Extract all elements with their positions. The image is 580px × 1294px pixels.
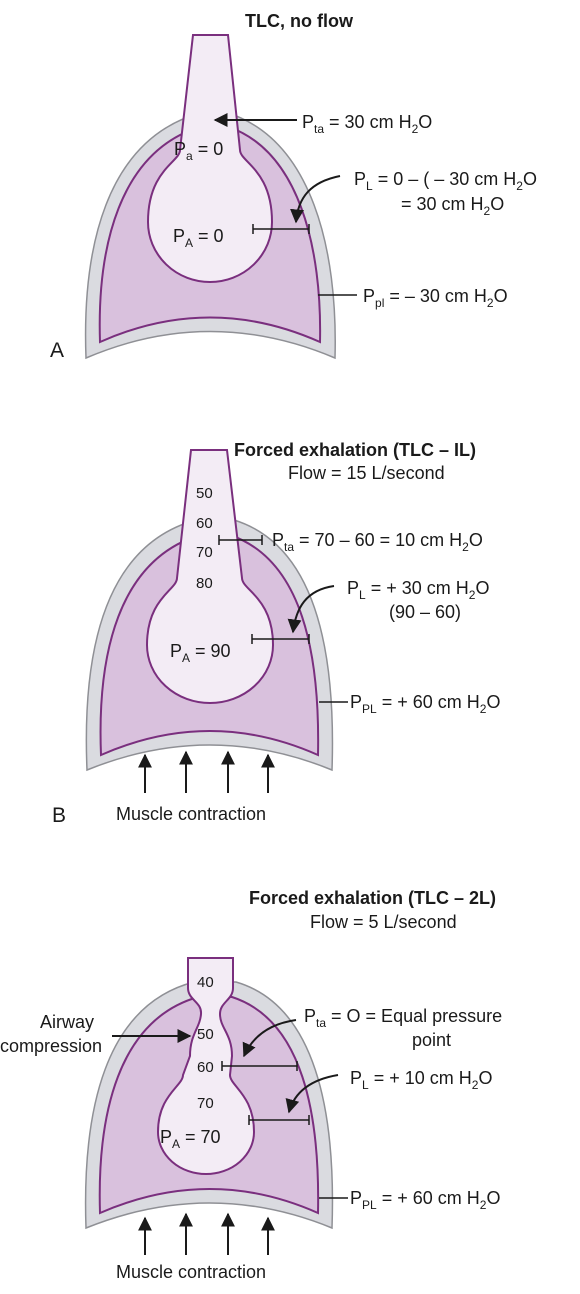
alveolar-pressure-label: PA = 70 <box>160 1127 221 1151</box>
ppl-label: PPL = + 60 cm H2O <box>350 692 500 716</box>
pl-label: PL = 0 – ( – 30 cm H2O <box>354 169 537 193</box>
pta-label: Pta = 30 cm H2O <box>302 112 432 136</box>
panel-c: Forced exhalation (TLC – 2L) Flow = 5 L/… <box>0 888 502 1282</box>
panel-c-flow: Flow = 5 L/second <box>310 912 457 932</box>
airway-compression-label-line2: compression <box>0 1036 102 1056</box>
pl-label: PL = + 10 cm H2O <box>350 1068 492 1092</box>
panel-b-flow: Flow = 15 L/second <box>288 463 445 483</box>
muscle-arrows <box>138 750 275 793</box>
airway-pressure-label: Pa = 0 <box>174 139 223 163</box>
airway-pressure-value: 70 <box>197 1095 214 1112</box>
airway-pressure-value: 80 <box>196 575 213 592</box>
panel-a-title: TLC, no flow <box>245 11 354 31</box>
muscle-arrows <box>138 1212 275 1255</box>
panel-b: Forced exhalation (TLC – IL) Flow = 15 L… <box>52 440 500 827</box>
pl-label-line2: (90 – 60) <box>389 602 461 622</box>
muscle-contraction-label: Muscle contraction <box>116 804 266 824</box>
pta-label-line2: point <box>412 1030 451 1050</box>
airway-pressure-value: 50 <box>196 485 213 502</box>
ppl-label: PPL = + 60 cm H2O <box>350 1188 500 1212</box>
ppl-label: Ppl = – 30 cm H2O <box>363 286 508 310</box>
pta-label: Pta = 70 – 60 = 10 cm H2O <box>272 530 483 554</box>
pta-label: Pta = O = Equal pressure <box>304 1006 502 1030</box>
alveolar-pressure-label: PA = 0 <box>173 226 224 250</box>
panel-c-title: Forced exhalation (TLC – 2L) <box>249 888 496 908</box>
airway-pressure-value: 40 <box>197 974 214 991</box>
airway-shape <box>145 449 275 704</box>
muscle-contraction-label: Muscle contraction <box>116 1262 266 1282</box>
airway-pressure-value: 70 <box>196 544 213 561</box>
airway-pressure-value: 50 <box>197 1026 214 1043</box>
airway-shape <box>146 34 274 283</box>
alveolar-pressure-label: PA = 90 <box>170 641 231 665</box>
pl-label-line2: = 30 cm H2O <box>401 194 504 218</box>
pl-arrow <box>285 1074 339 1114</box>
airway-pressure-value: 60 <box>197 1059 214 1076</box>
pl-label: PL = + 30 cm H2O <box>347 578 489 602</box>
airway-shape <box>156 957 256 1175</box>
airway-compression-label: Airway <box>40 1012 94 1032</box>
panel-b-letter: B <box>52 804 66 827</box>
pta-arrow <box>242 1019 297 1058</box>
panel-a: TLC, no flow Pa = 0 PA = 0 Pta = 30 cm H… <box>50 11 537 362</box>
panel-a-letter: A <box>50 339 64 362</box>
panel-b-title: Forced exhalation (TLC – IL) <box>234 440 476 460</box>
pl-arrow <box>290 175 341 224</box>
pl-arrow <box>287 585 335 634</box>
airway-pressure-value: 60 <box>196 515 213 532</box>
